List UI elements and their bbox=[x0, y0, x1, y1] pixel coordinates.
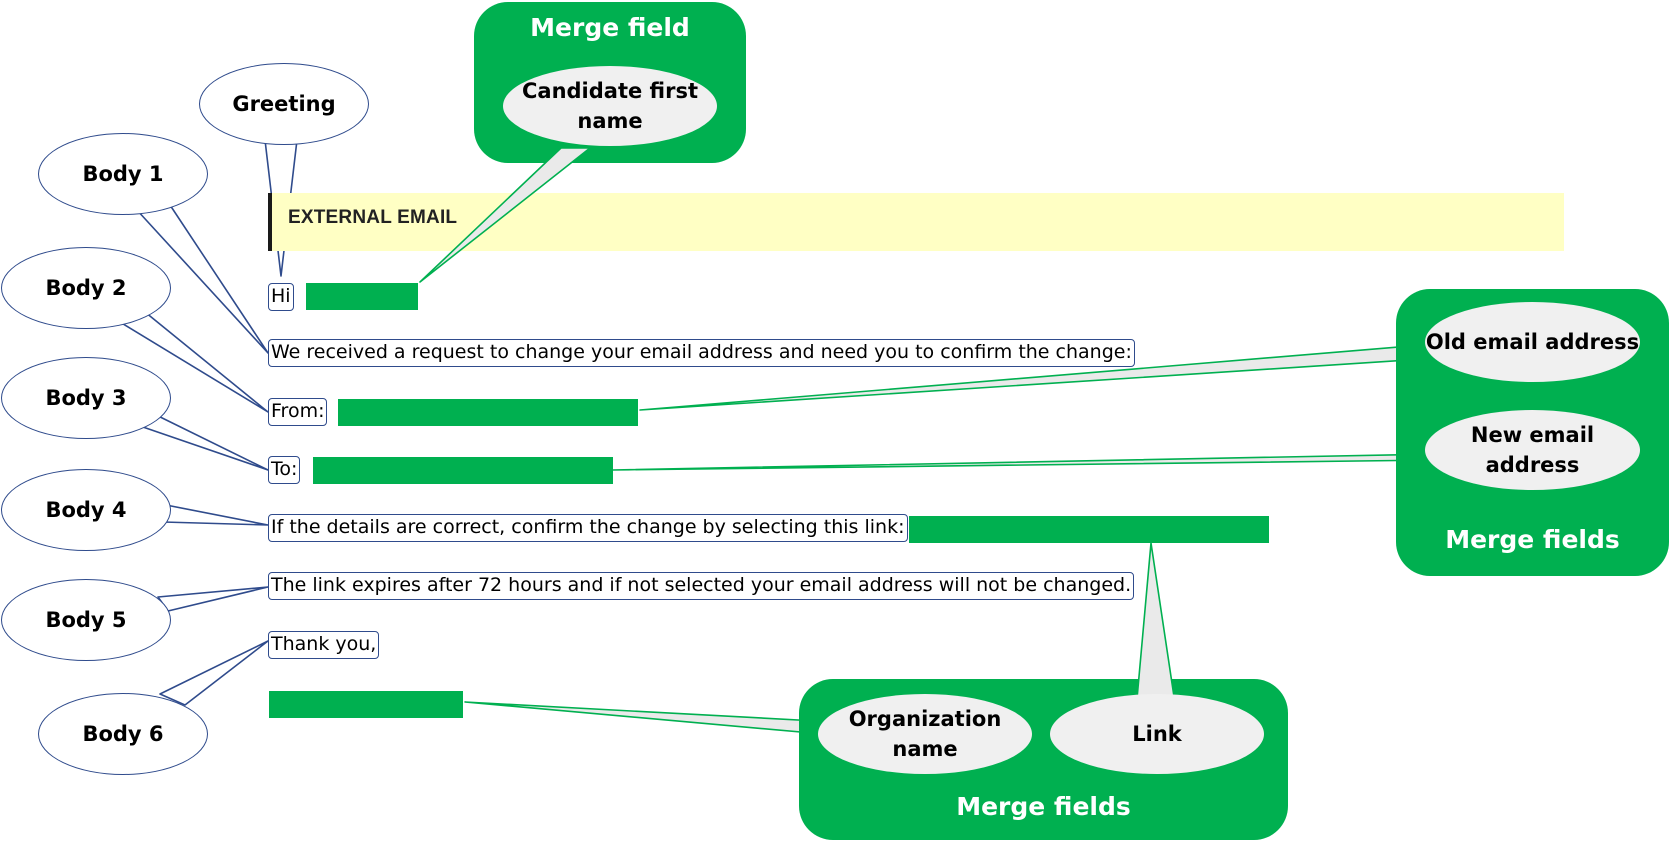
body5-pointer bbox=[157, 586, 269, 612]
old-email-address-field bbox=[338, 399, 638, 426]
banner-text: EXTERNAL EMAIL bbox=[288, 207, 458, 228]
organization-name-bubble: Organization name bbox=[818, 694, 1032, 774]
old-email-address-bubble: Old email address bbox=[1425, 302, 1640, 382]
body6-pointer bbox=[159, 640, 269, 706]
body4-pointer bbox=[162, 504, 269, 526]
organization-name-leader bbox=[464, 701, 836, 735]
body2-text: From: bbox=[268, 398, 328, 426]
body3-callout: Body 3 bbox=[1, 357, 171, 439]
body4-callout: Body 4 bbox=[1, 469, 171, 551]
body1-text: We received a request to change your ema… bbox=[268, 339, 1135, 367]
organization-name-field bbox=[269, 691, 463, 718]
body4-text: If the details are correct, confirm the … bbox=[268, 514, 908, 542]
new-email-address-bubble: New email address bbox=[1425, 410, 1640, 490]
greeting-callout: Greeting bbox=[199, 63, 369, 145]
new-email-leader bbox=[611, 453, 1441, 471]
candidate-first-name-bubble: Candidate first name bbox=[503, 66, 717, 146]
body5-text: The link expires after 72 hours and if n… bbox=[268, 572, 1135, 600]
link-bubble: Link bbox=[1050, 694, 1264, 774]
external-email-banner: EXTERNAL EMAIL bbox=[268, 193, 1564, 251]
link-field bbox=[909, 516, 1269, 543]
body3-pointer bbox=[139, 411, 269, 471]
panel-bottom-title: Merge fields bbox=[956, 792, 1131, 821]
new-email-address-field bbox=[313, 457, 613, 484]
body6-callout: Body 6 bbox=[38, 693, 208, 775]
body1-callout: Body 1 bbox=[38, 133, 208, 215]
body5-callout: Body 5 bbox=[1, 579, 171, 661]
candidate-first-name-field bbox=[306, 283, 418, 310]
banner-accent-bar bbox=[268, 193, 272, 251]
greeting-text: Hi bbox=[268, 283, 294, 311]
panel-right-title: Merge fields bbox=[1445, 525, 1620, 554]
body2-callout: Body 2 bbox=[1, 247, 171, 329]
body3-text: To: bbox=[268, 456, 301, 484]
panel-top-title: Merge field bbox=[530, 13, 690, 42]
body6-text: Thank you, bbox=[268, 631, 380, 659]
